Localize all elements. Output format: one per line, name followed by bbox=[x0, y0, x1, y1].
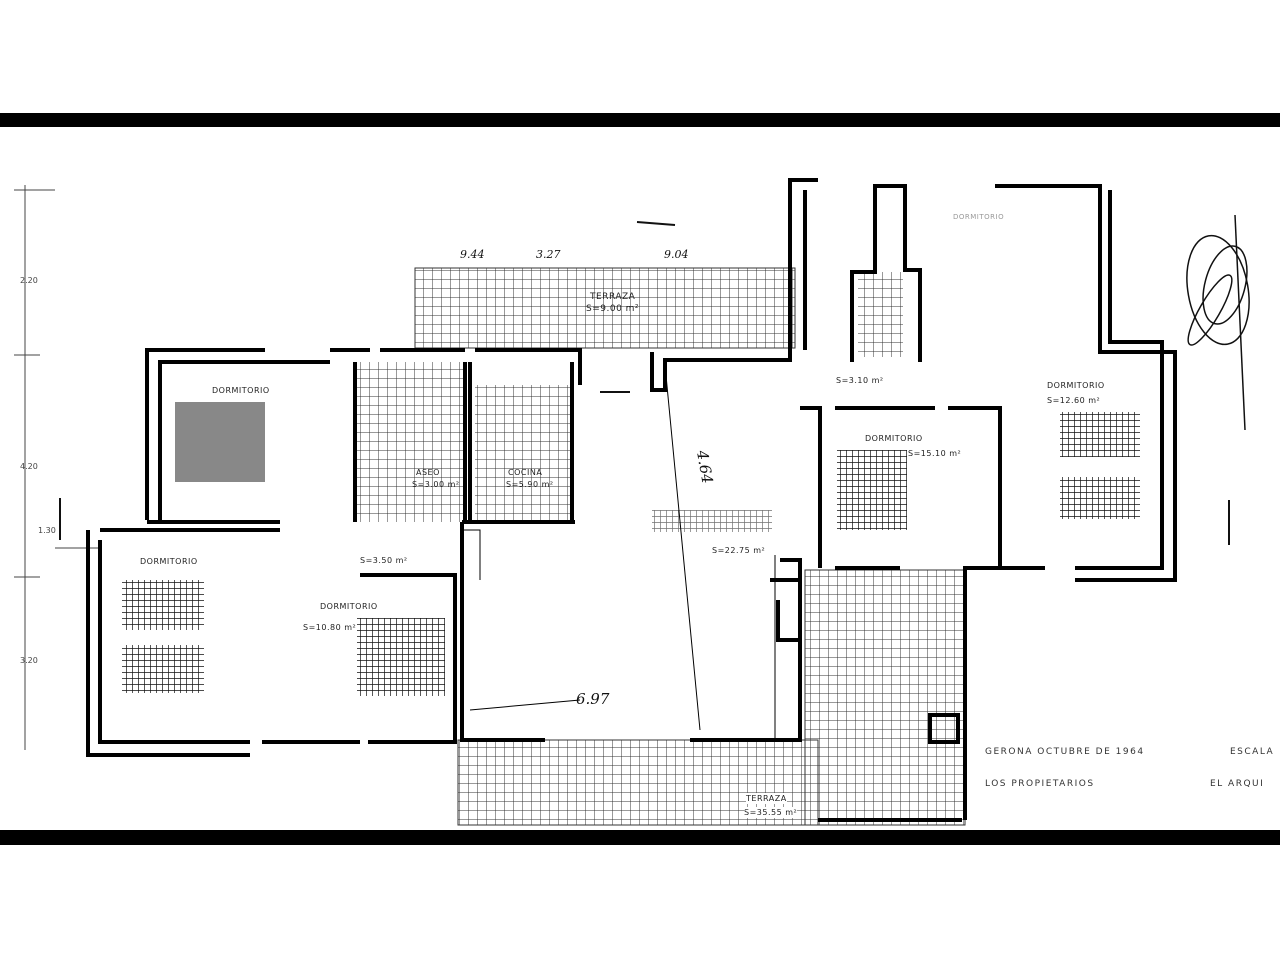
dorm-top-left-name: DORMITORIO bbox=[212, 386, 270, 395]
side-dim-3: 1.30 bbox=[38, 526, 56, 535]
dorm-right-area: S=12.60 m² bbox=[1047, 396, 1101, 405]
side-dim-2: 4.20 bbox=[20, 462, 38, 471]
bed bbox=[122, 580, 204, 630]
terraza-top-tiles bbox=[414, 267, 796, 349]
bed bbox=[837, 450, 907, 530]
terraza-bottom-name: TERRAZA bbox=[746, 793, 787, 804]
top-border-band bbox=[0, 113, 1280, 127]
bed bbox=[357, 618, 445, 696]
dorm-right-center-name: DORMITORIO bbox=[865, 434, 923, 443]
side-dimension-line bbox=[14, 185, 100, 750]
dimension-c: 9.04 bbox=[664, 248, 689, 261]
architect-signature bbox=[1186, 214, 1250, 431]
pasillo-area: S=3.50 m² bbox=[360, 556, 408, 565]
title-scale: ESCALA bbox=[1230, 747, 1275, 757]
compass-marks bbox=[59, 221, 1230, 545]
aseo-name: ASEO bbox=[416, 468, 440, 477]
bed bbox=[122, 645, 204, 693]
salon-area: S=22.75 m² bbox=[712, 546, 766, 555]
dimension-a: 9.44 bbox=[460, 248, 485, 261]
bottom-border-band bbox=[0, 830, 1280, 845]
pasillo-right-area: S=3.10 m² bbox=[836, 376, 884, 385]
handwritten-width: 6.97 bbox=[576, 690, 610, 708]
bed bbox=[1060, 412, 1140, 457]
bed bbox=[1060, 477, 1140, 519]
stone-feature bbox=[652, 510, 772, 532]
title-architect: EL ARQUI bbox=[1210, 779, 1265, 789]
title-owners: LOS PROPIETARIOS bbox=[985, 779, 1095, 789]
side-dim-1: 2.20 bbox=[20, 276, 38, 285]
side-dim-4: 3.20 bbox=[20, 656, 38, 665]
dorm-right-center-area: S=15.10 m² bbox=[908, 449, 962, 458]
terraza-right-tiles bbox=[804, 569, 966, 826]
dorm-left-name: DORMITORIO bbox=[140, 557, 198, 566]
title-place-date: GERONA OCTUBRE DE 1964 bbox=[985, 747, 1145, 757]
cocina-name: COCINA bbox=[508, 468, 543, 477]
aseo-area: S=3.00 m² bbox=[412, 480, 460, 489]
dimension-b: 3.27 bbox=[536, 248, 561, 261]
bed bbox=[175, 402, 265, 482]
dorm-top-right-name: DORMITORIO bbox=[953, 213, 1005, 221]
walls bbox=[86, 178, 1177, 822]
dorm-center-area: S=10.80 m² bbox=[303, 623, 357, 632]
terraza-bottom-area: S=35.55 m² bbox=[744, 807, 798, 818]
terraza-top-area: S=9.00 m² bbox=[586, 304, 640, 314]
terraza-top-name: TERRAZA bbox=[590, 292, 636, 302]
dorm-center-name: DORMITORIO bbox=[320, 602, 378, 611]
dorm-right-name: DORMITORIO bbox=[1047, 381, 1105, 390]
cocina-area: S=5.90 m² bbox=[506, 480, 554, 489]
